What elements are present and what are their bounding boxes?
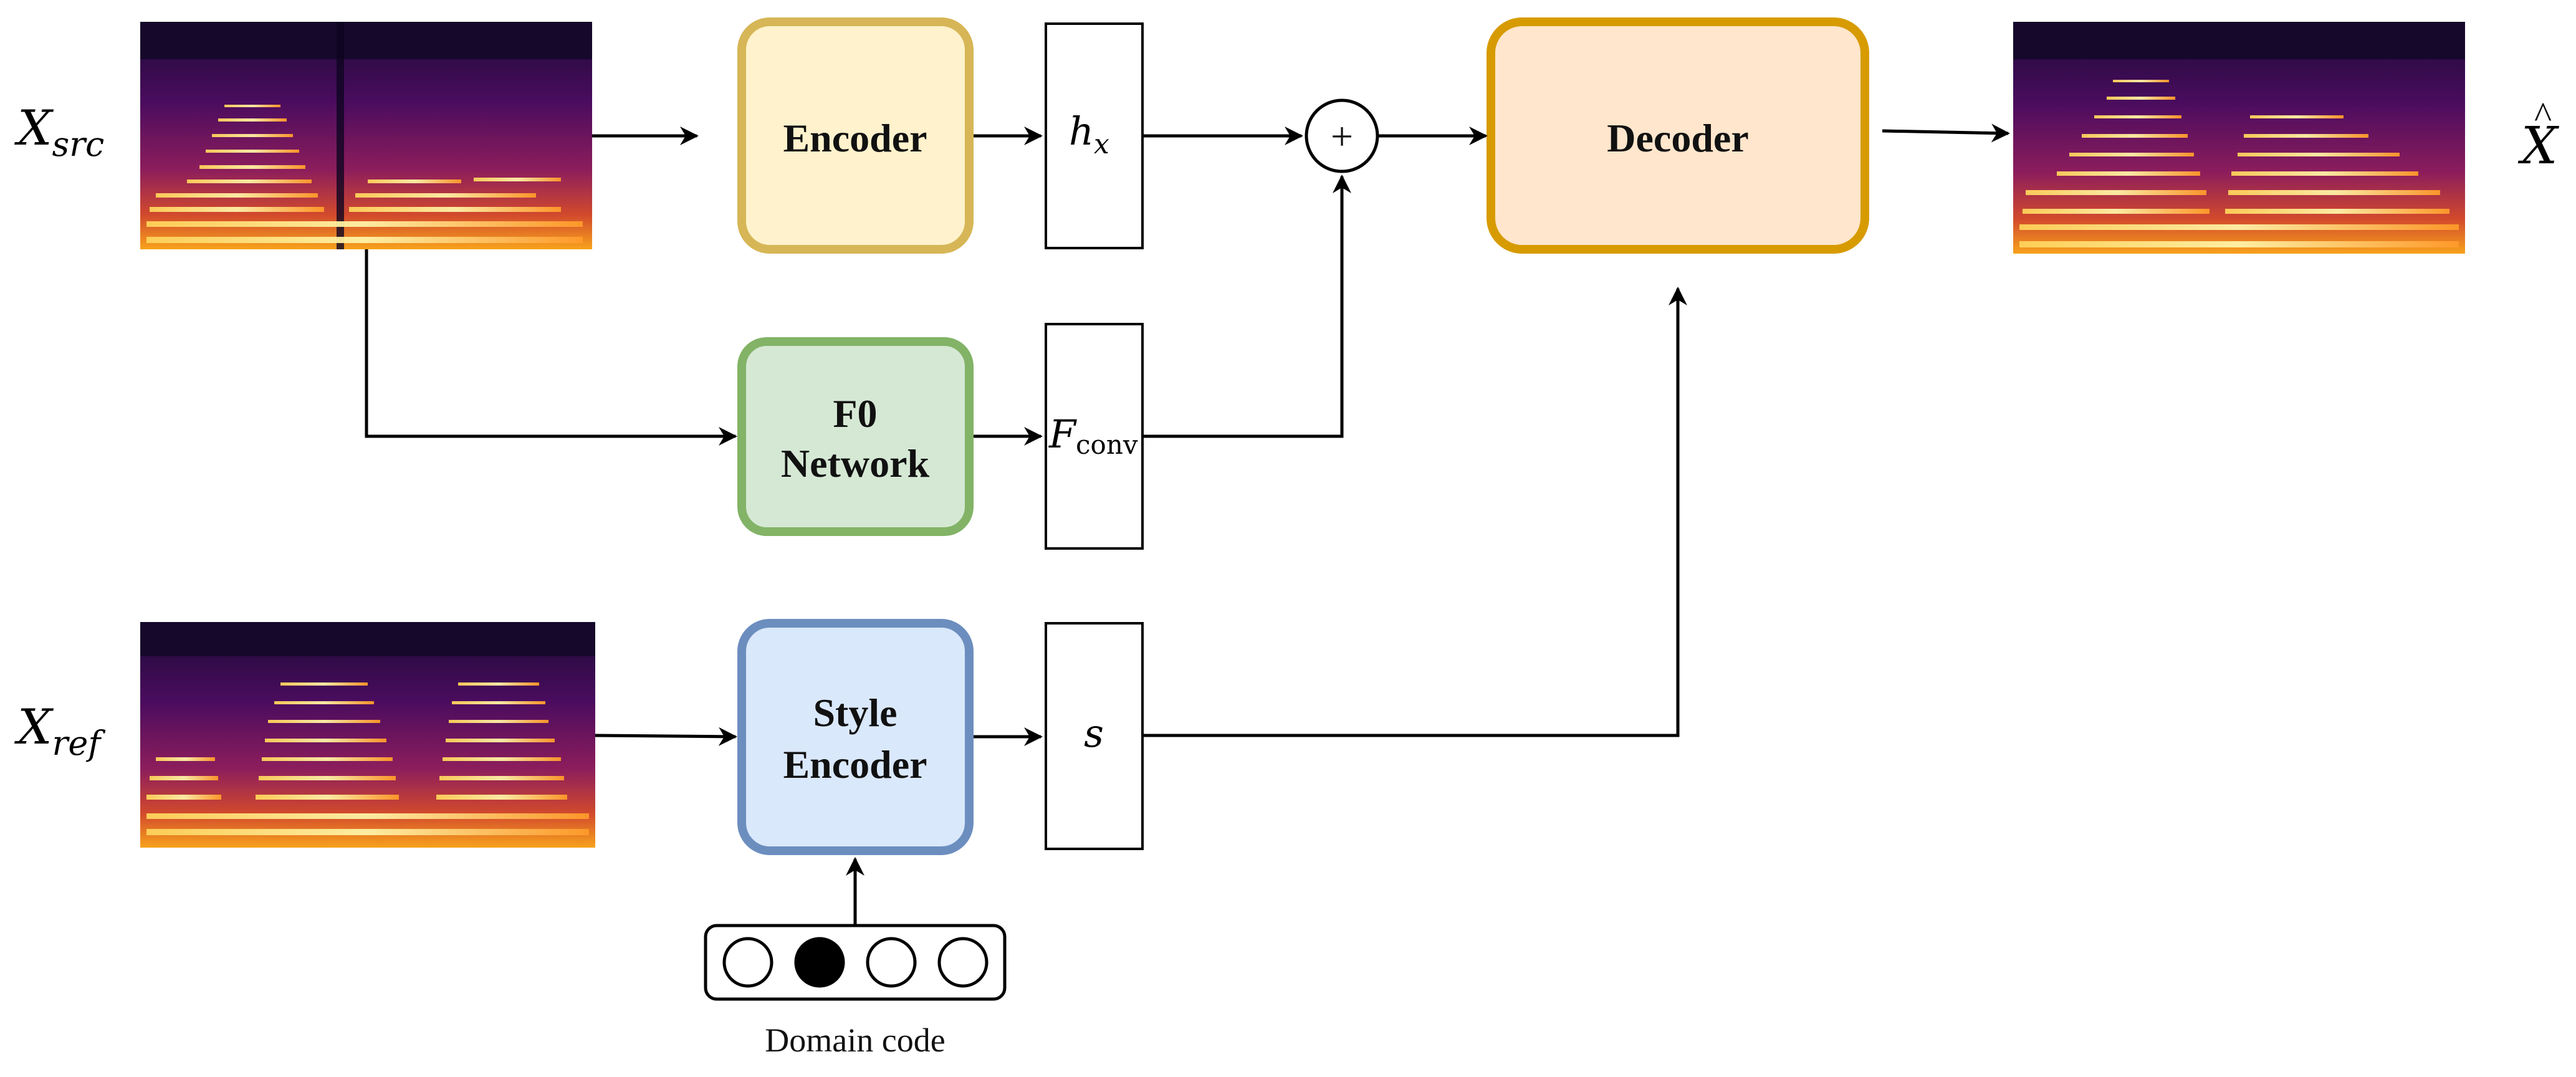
output-spectrogram [2013, 22, 2465, 254]
style-label-line1: Style [813, 691, 897, 735]
encoder-label: Encoder [783, 116, 927, 160]
style-feature: s [1045, 622, 1144, 850]
domain-code-label: Domain code [765, 1022, 945, 1059]
arrow-reference-to-style [595, 727, 737, 746]
reference-subscript: ref [52, 724, 106, 763]
f0-network-box [737, 337, 974, 536]
f0-network-block: F0 Network [737, 337, 974, 536]
arrow-s-to-decoder [1144, 287, 1687, 737]
style-vector-label: s [1084, 711, 1104, 756]
output-label: X ^ [2517, 95, 2560, 176]
arrow-fconv-to-sum [1144, 175, 1351, 438]
domain-code: Domain code [704, 924, 1007, 1059]
domain-slot [937, 937, 989, 988]
source-input-label: Xsrc [14, 100, 104, 164]
f0-label-line2: Network [781, 441, 930, 486]
source-subscript: src [52, 125, 105, 164]
svg-text:Xsrc: Xsrc [14, 100, 104, 164]
encoder-block: Encoder [737, 17, 974, 254]
output-symbol: X [2517, 117, 2560, 176]
svg-text:Xref: Xref [14, 699, 105, 763]
decoder-box [1487, 17, 1869, 254]
domain-slot [866, 937, 917, 988]
fconv-subscript: conv [1076, 429, 1138, 460]
style-label-line2: Encoder [783, 742, 927, 787]
style-encoder-box [737, 619, 974, 855]
source-spectrogram [140, 22, 592, 249]
hx-subscript: x [1094, 128, 1109, 160]
sum-operator: + [1305, 98, 1379, 173]
reference-input-label: Xref [14, 699, 105, 763]
f0-label-line1: F0 [833, 391, 877, 436]
decoder-label: Decoder [1607, 116, 1748, 160]
domain-slot [722, 937, 773, 988]
style-encoder-block: Style Encoder [737, 619, 974, 855]
hx-feature: hx [1045, 22, 1144, 249]
plus-sign: + [1331, 114, 1353, 158]
arrow-source-to-f0 [365, 249, 737, 446]
arrow-decoder-to-output [1882, 123, 2010, 143]
connections [365, 123, 2010, 926]
domain-slot-selected [794, 937, 845, 988]
output-hat: ^ [2534, 95, 2552, 136]
encoder-box [737, 17, 974, 254]
fconv-feature: Fconv [1045, 323, 1144, 550]
decoder-block: Decoder [1487, 17, 1869, 254]
reference-spectrogram [140, 622, 595, 848]
